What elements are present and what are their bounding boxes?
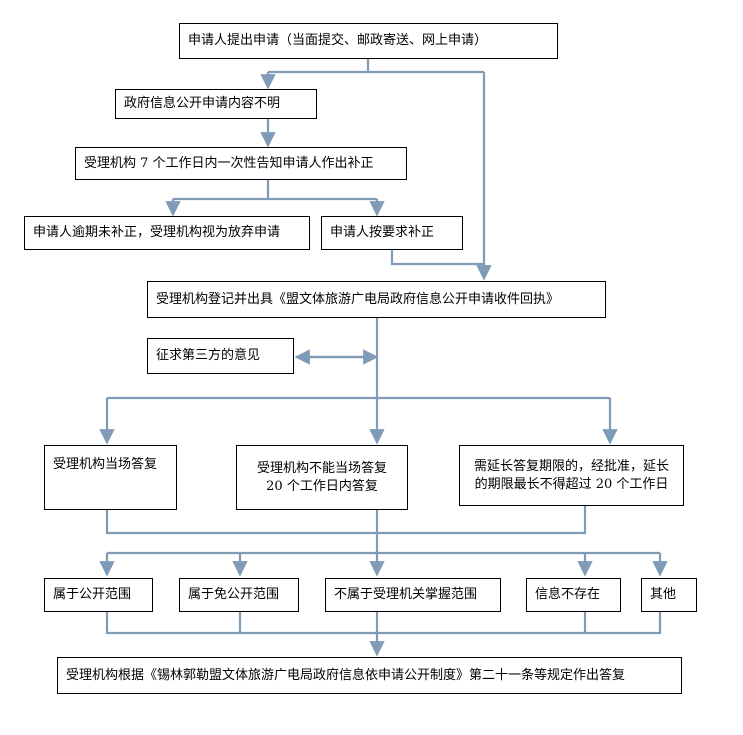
node-supplement-text: 申请人按要求补正 xyxy=(330,225,435,241)
node-notify-text: 受理机构 7 个工作日内一次性告知申请人作出补正 xyxy=(84,155,374,171)
node-other-text: 其他 xyxy=(650,587,677,603)
node-apply: 申请人提出申请（当面提交、邮政寄送、网上申请） xyxy=(179,23,558,59)
node-reply-now-text: 受理机构当场答复 xyxy=(53,457,158,472)
connector-reply-join xyxy=(105,506,587,535)
node-extend-line1: 需延长答复期限的，经批准，延长 xyxy=(473,458,669,474)
node-third-party: 征求第三方的意见 xyxy=(147,338,294,374)
node-not-exist: 信息不存在 xyxy=(526,578,621,612)
node-reply-20-line1: 受理机构不能当场答复 xyxy=(256,460,387,476)
node-not-scope: 不属于受理机关掌握范围 xyxy=(325,578,501,612)
node-not-scope-text: 不属于受理机关掌握范围 xyxy=(334,587,478,603)
node-public: 属于公开范围 xyxy=(44,578,153,612)
node-extend-line2: 的期限最长不得超过 20 个工作日 xyxy=(474,476,669,492)
node-extend: 需延长答复期限的，经批准，延长 的期限最长不得超过 20 个工作日 xyxy=(459,445,684,506)
connector-supplement-join xyxy=(390,250,484,266)
node-notify: 受理机构 7 个工作日内一次性告知申请人作出补正 xyxy=(75,147,407,180)
node-abandon: 申请人逾期未补正，受理机构视为放弃申请 xyxy=(24,216,310,250)
node-final-text: 受理机构根据《锡林郭勒盟文体旅游广电局政府信息依申请公开制度》第二十一条等规定作… xyxy=(66,667,626,683)
node-unclear: 政府信息公开申请内容不明 xyxy=(115,89,317,119)
node-unclear-text: 政府信息公开申请内容不明 xyxy=(124,96,281,112)
node-apply-text: 申请人提出申请（当面提交、邮政寄送、网上申请） xyxy=(188,33,488,49)
node-register: 受理机构登记并出具《盟文体旅游广电局政府信息公开申请收件回执》 xyxy=(147,281,606,318)
node-public-text: 属于公开范围 xyxy=(53,587,132,603)
node-reply-20: 受理机构不能当场答复 20 个工作日内答复 xyxy=(236,445,408,510)
node-final: 受理机构根据《锡林郭勒盟文体旅游广电局政府信息依申请公开制度》第二十一条等规定作… xyxy=(57,657,682,694)
node-third-party-text: 征求第三方的意见 xyxy=(156,348,261,364)
node-exempt: 属于免公开范围 xyxy=(179,578,299,612)
node-supplement: 申请人按要求补正 xyxy=(321,216,463,250)
node-not-exist-text: 信息不存在 xyxy=(535,587,601,603)
node-abandon-text: 申请人逾期未补正，受理机构视为放弃申请 xyxy=(33,225,281,241)
node-exempt-text: 属于免公开范围 xyxy=(188,587,280,603)
node-reply-now: 受理机构当场答复 xyxy=(44,445,177,510)
node-reply-20-line2: 20 个工作日内答复 xyxy=(266,478,378,494)
node-register-text: 受理机构登记并出具《盟文体旅游广电局政府信息公开申请收件回执》 xyxy=(156,291,560,307)
node-other: 其他 xyxy=(641,578,697,612)
connector-category-join xyxy=(105,612,662,635)
